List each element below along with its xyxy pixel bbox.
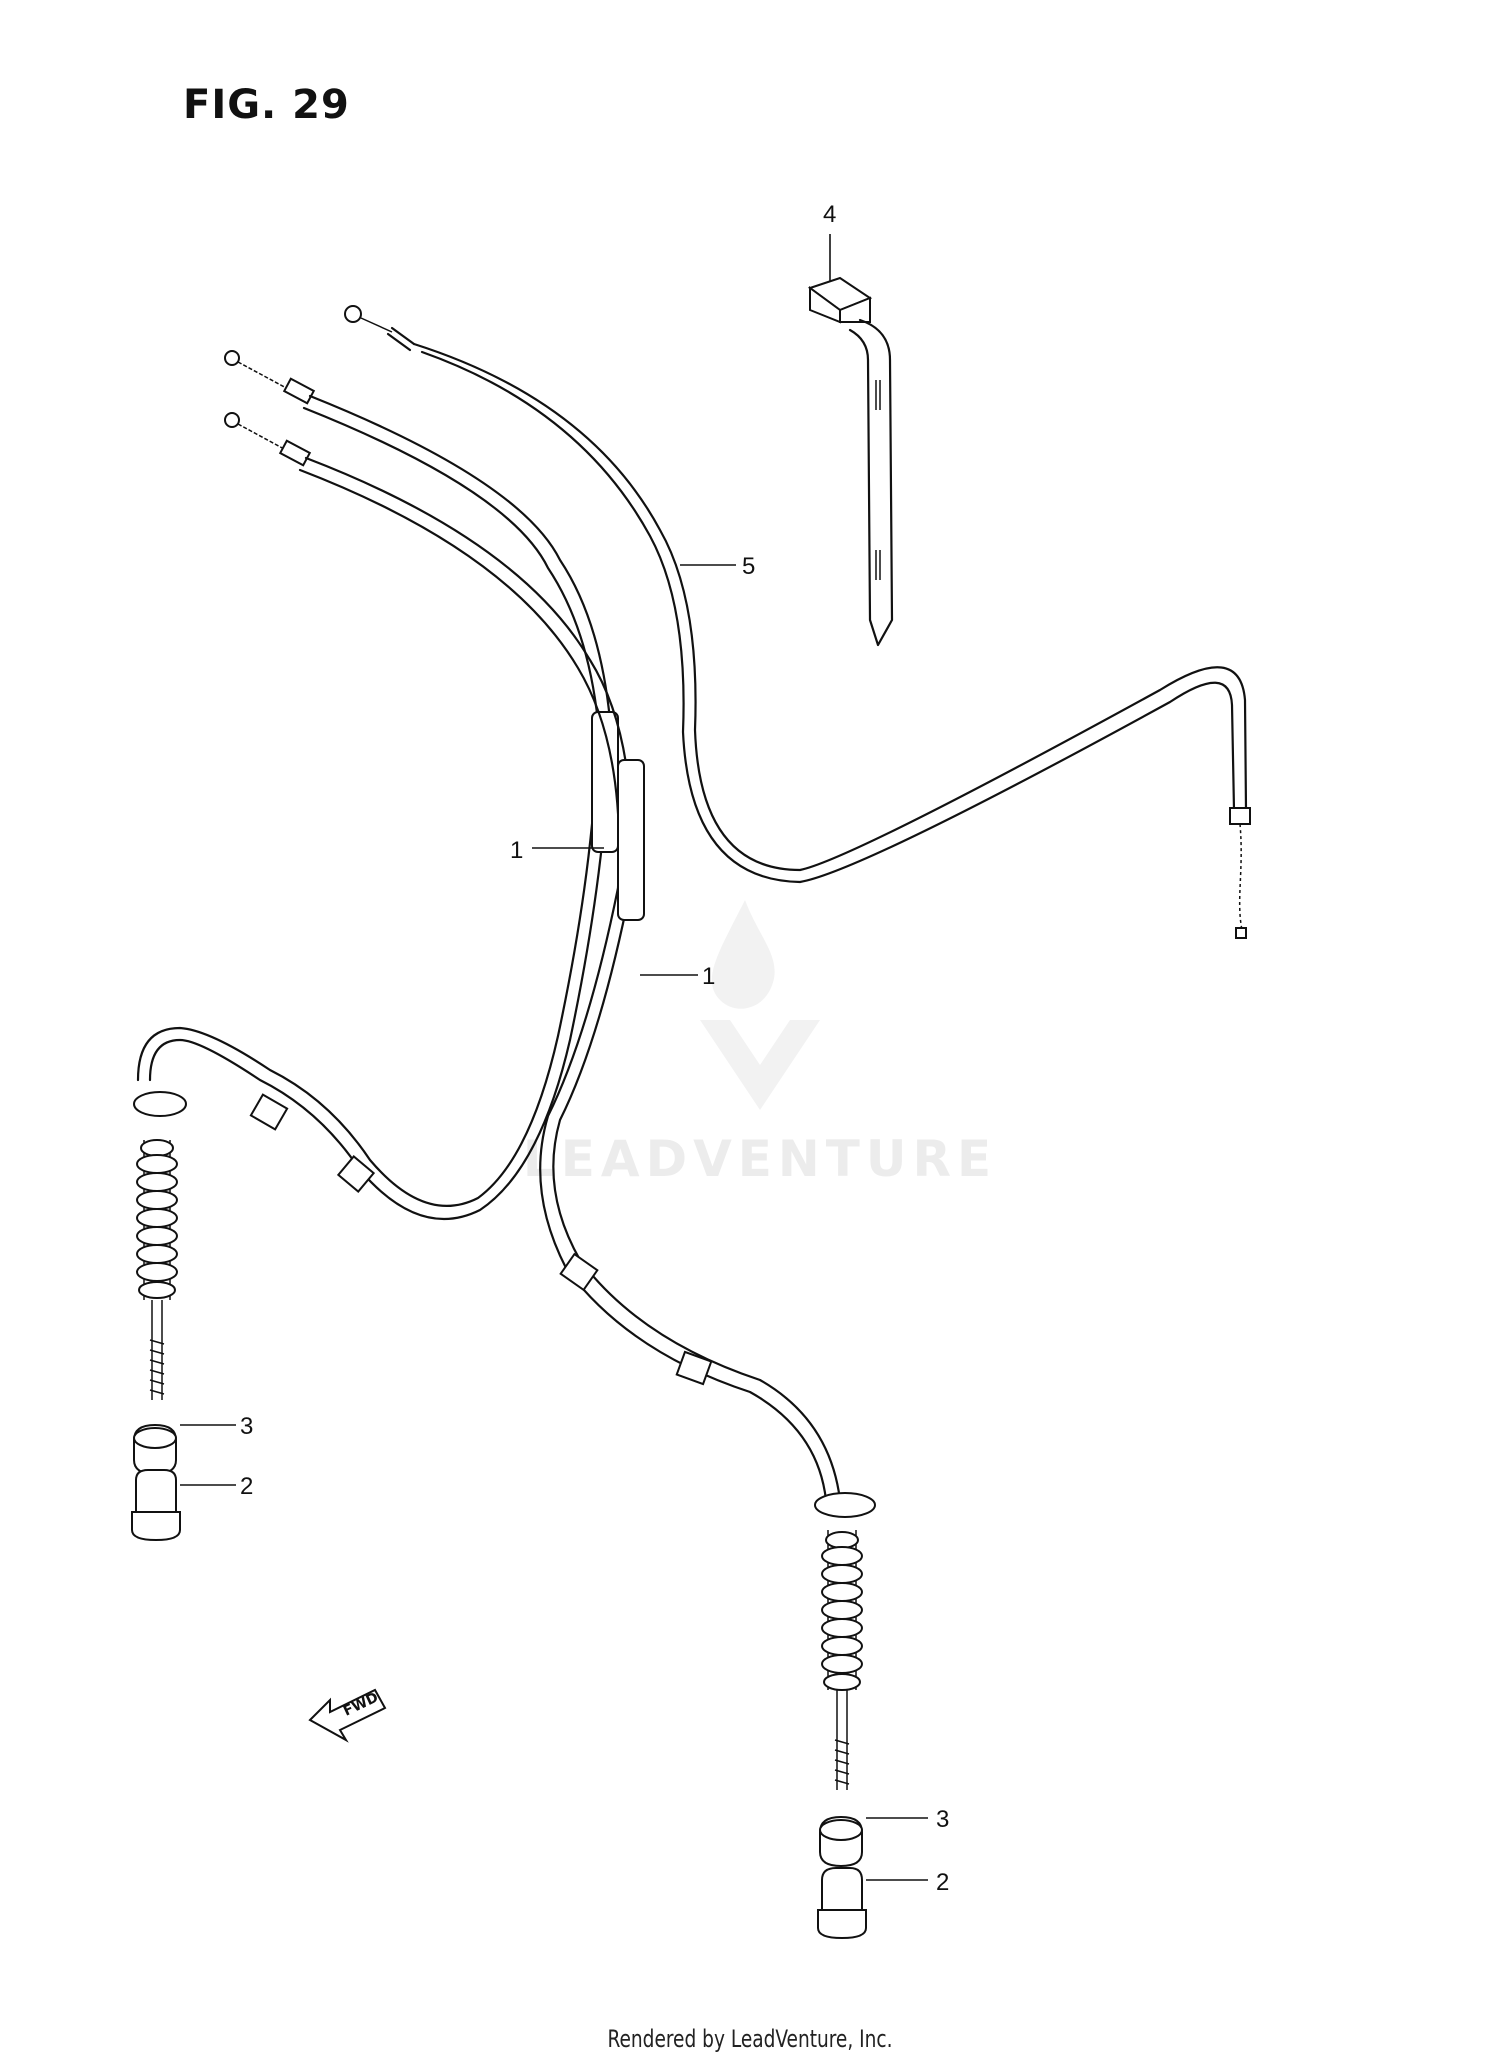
- cable-1-right-sleeve: [617, 759, 645, 921]
- footer-credit: Rendered by LeadVenture, Inc.: [607, 2025, 893, 2053]
- cable-1-left-ferrule: [282, 377, 316, 405]
- callout-1-left: 1: [510, 837, 523, 864]
- cable-part-1-left[interactable]: [133, 350, 619, 1400]
- callout-1-right: 1: [702, 963, 715, 990]
- callout-3-left: 3: [240, 1413, 253, 1440]
- figure-title: FIG. 29: [183, 82, 350, 128]
- nut-part-2-left[interactable]: [131, 1469, 181, 1542]
- watermark-text: LEADVENTURE: [522, 1130, 998, 1188]
- cable-part-1-right[interactable]: [224, 412, 876, 1790]
- callout-2-right: 2: [936, 1869, 949, 1896]
- nut-part-2-right[interactable]: [817, 1867, 867, 1940]
- cable-5-end: [1235, 927, 1247, 939]
- cable-1-right-boot-2: [675, 1350, 713, 1386]
- nut-part-3-right[interactable]: [819, 1815, 863, 1868]
- callout-4: 4: [823, 201, 836, 228]
- fwd-arrow-icon: FWD: [308, 1688, 387, 1743]
- nut-part-3-left[interactable]: [133, 1423, 177, 1476]
- cable-tie-part-4[interactable]: [807, 276, 894, 647]
- cable-1-left-boot-2: [336, 1155, 376, 1193]
- cable-5-end-nipple: [344, 305, 362, 323]
- cable-1-right-spring: [821, 1530, 863, 1691]
- cable-1-left-nipple: [224, 350, 240, 366]
- cable-5-adjuster: [386, 326, 416, 352]
- cable-1-right-ferrule: [278, 439, 312, 467]
- cable-1-left-boot: [249, 1093, 289, 1131]
- callout-2-left: 2: [240, 1473, 253, 1500]
- callout-5: 5: [742, 553, 755, 580]
- cable-5-ferrule: [1229, 807, 1251, 825]
- cable-1-right-bracket: [814, 1492, 876, 1518]
- cable-1-left-bracket: [133, 1091, 187, 1117]
- callout-3-right: 3: [936, 1806, 949, 1833]
- cable-1-right-nipple: [224, 412, 240, 428]
- cable-part-5[interactable]: [344, 305, 1251, 939]
- watermark-logo: [700, 900, 820, 1110]
- cable-1-left-spring: [136, 1139, 178, 1300]
- cable-1-right-boot: [559, 1252, 599, 1292]
